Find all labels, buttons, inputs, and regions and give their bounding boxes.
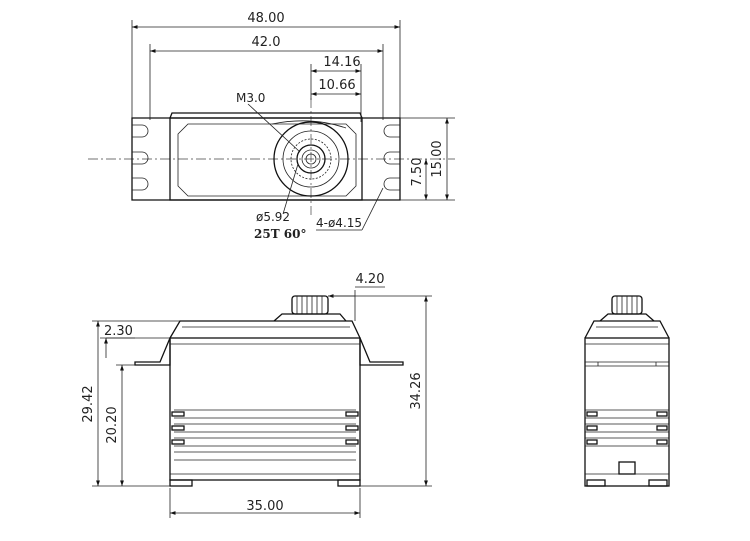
dim-body-below-flange: 20.20 (105, 406, 120, 443)
front-view: 4.20 34.26 2.30 29.42 20.20 35.00 (81, 272, 432, 518)
dim-flange-height: 15.00 (430, 140, 445, 177)
label-spline-diameter: ø5.92 (256, 210, 290, 224)
dim-overall-length: 48.00 (247, 11, 284, 26)
dim-body-width: 35.00 (246, 499, 283, 514)
dim-shaft-offset: 4.20 (356, 272, 385, 287)
dim-half-height: 7.50 (410, 158, 425, 187)
dim-shaft-offset-a: 14.16 (323, 55, 360, 70)
dim-shaft-offset-b: 10.66 (318, 78, 355, 93)
label-spline-teeth: 25T 60° (254, 227, 307, 241)
dim-mount-spacing: 42.0 (252, 35, 281, 50)
label-mount-holes: 4-ø4.15 (316, 216, 362, 230)
side-view (584, 295, 670, 487)
dim-flange-thickness: 2.30 (104, 324, 133, 339)
dim-ear-height: 29.42 (81, 385, 96, 422)
label-thread: M3.0 (236, 91, 265, 105)
dim-total-height: 34.26 (409, 372, 424, 409)
top-view: 48.00 42.0 14.16 10.66 7.50 15.00 M3.0 ø… (88, 11, 455, 241)
